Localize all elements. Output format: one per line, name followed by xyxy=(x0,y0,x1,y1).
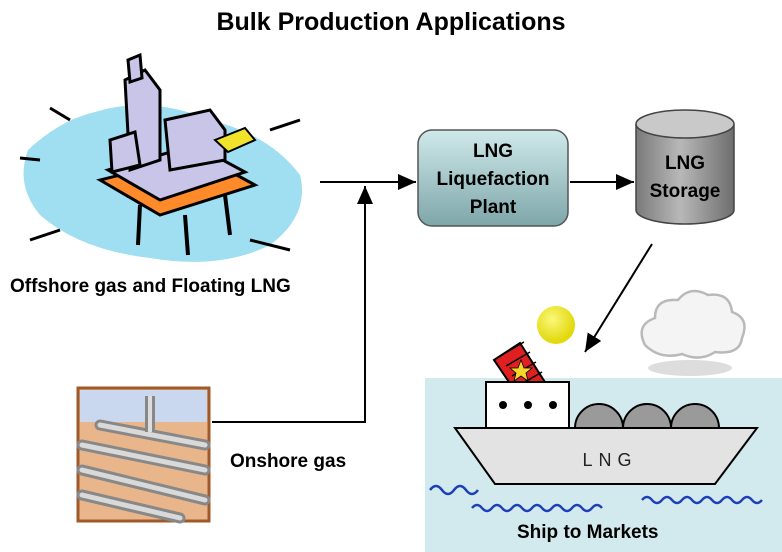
plant-line-2: Liquefaction xyxy=(436,169,550,190)
storage-label: LNG Storage xyxy=(636,150,734,206)
liquefaction-plant-box xyxy=(417,129,569,227)
ship-to-markets-label: Ship to Markets xyxy=(517,522,659,543)
offshore-platform-icon xyxy=(19,52,302,262)
sea-waves xyxy=(429,484,763,513)
diagram-title: Bulk Production Applications xyxy=(216,8,566,36)
storage-line-2: Storage xyxy=(649,181,721,202)
storage-line-1: LNG xyxy=(664,153,706,174)
lng-ship-icon xyxy=(453,341,759,485)
storage-cylinder xyxy=(635,109,735,225)
storage-to-ship-arrow xyxy=(584,243,653,353)
ship-hull-label: LNG xyxy=(582,450,638,470)
offshore-label: Offshore gas and Floating LNG xyxy=(10,276,291,297)
onshore-to-plant-arrow xyxy=(212,186,373,423)
plant-line-3: Plant xyxy=(469,197,517,218)
plant-line-1: LNG xyxy=(472,141,514,162)
sun-icon xyxy=(537,306,575,344)
onshore-pipeline-icon xyxy=(76,386,211,524)
cloud-icon xyxy=(640,289,746,376)
liquefaction-plant-label: LNG Liquefaction Plant xyxy=(418,138,568,222)
onshore-label: Onshore gas xyxy=(230,451,347,472)
